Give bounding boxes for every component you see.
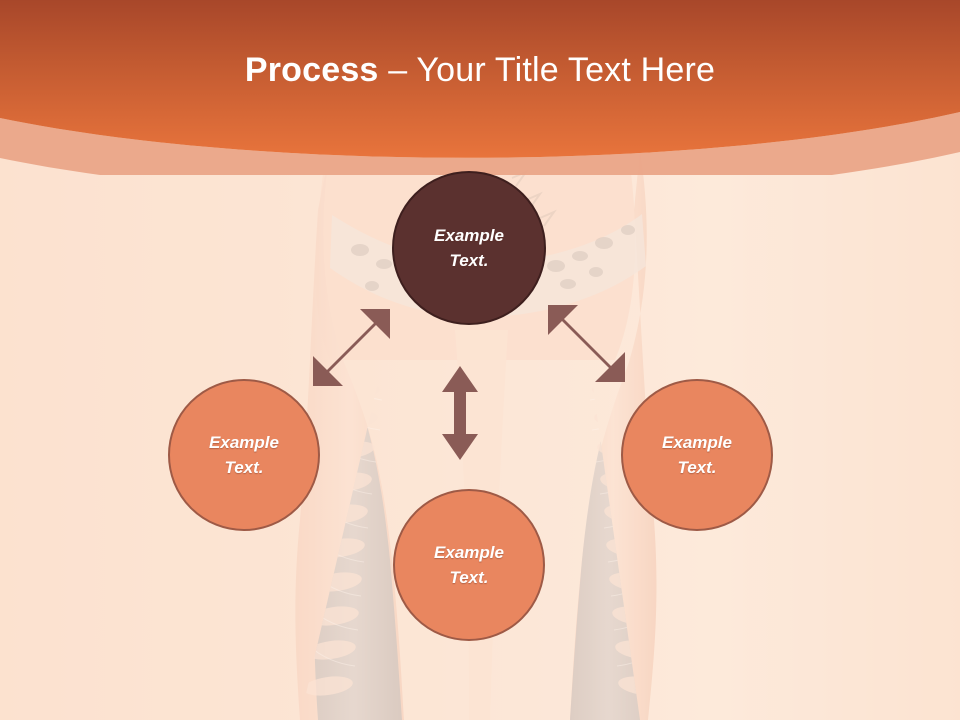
connector-main-to-left (313, 309, 390, 386)
page-title: Process – Your Title Text Here (0, 50, 960, 90)
title-rest: Your Title Text Here (416, 51, 716, 89)
connector-main-to-right (548, 305, 625, 382)
connector-main-to-bottom (442, 366, 478, 460)
title-strong: Process (244, 51, 379, 89)
title-separator: – (378, 51, 417, 89)
